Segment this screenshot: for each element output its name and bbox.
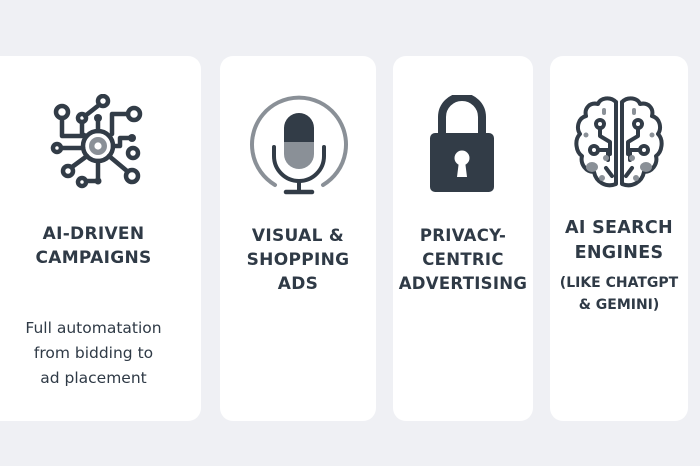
- microphone-icon: [250, 95, 348, 195]
- padlock-icon: [430, 95, 494, 192]
- brain-circuit-icon: [574, 96, 664, 188]
- card-description: Full automatation from bidding to ad pla…: [25, 319, 162, 387]
- card-ai-search-engines: AI SEARCH ENGINES (LIKE CHATGPT & GEMINI…: [550, 56, 688, 421]
- card-privacy-centric-advertising: PRIVACY- CENTRIC ADVERTISING: [393, 56, 533, 421]
- card-title: PRIVACY- CENTRIC ADVERTISING: [398, 226, 528, 293]
- card-subtitle: (LIKE CHATGPT & GEMINI): [559, 275, 679, 313]
- circuit-network-icon: [50, 94, 143, 189]
- card-title: AI-DRIVEN CAMPAIGNS: [35, 224, 152, 268]
- card-ai-driven-campaigns: AI-DRIVEN CAMPAIGNS Full automatation fr…: [0, 56, 201, 421]
- card-visual-shopping-ads: VISUAL & SHOPPING ADS: [220, 56, 376, 421]
- card-title: AI SEARCH ENGINES: [565, 218, 673, 263]
- card-title: VISUAL & SHOPPING ADS: [246, 226, 350, 294]
